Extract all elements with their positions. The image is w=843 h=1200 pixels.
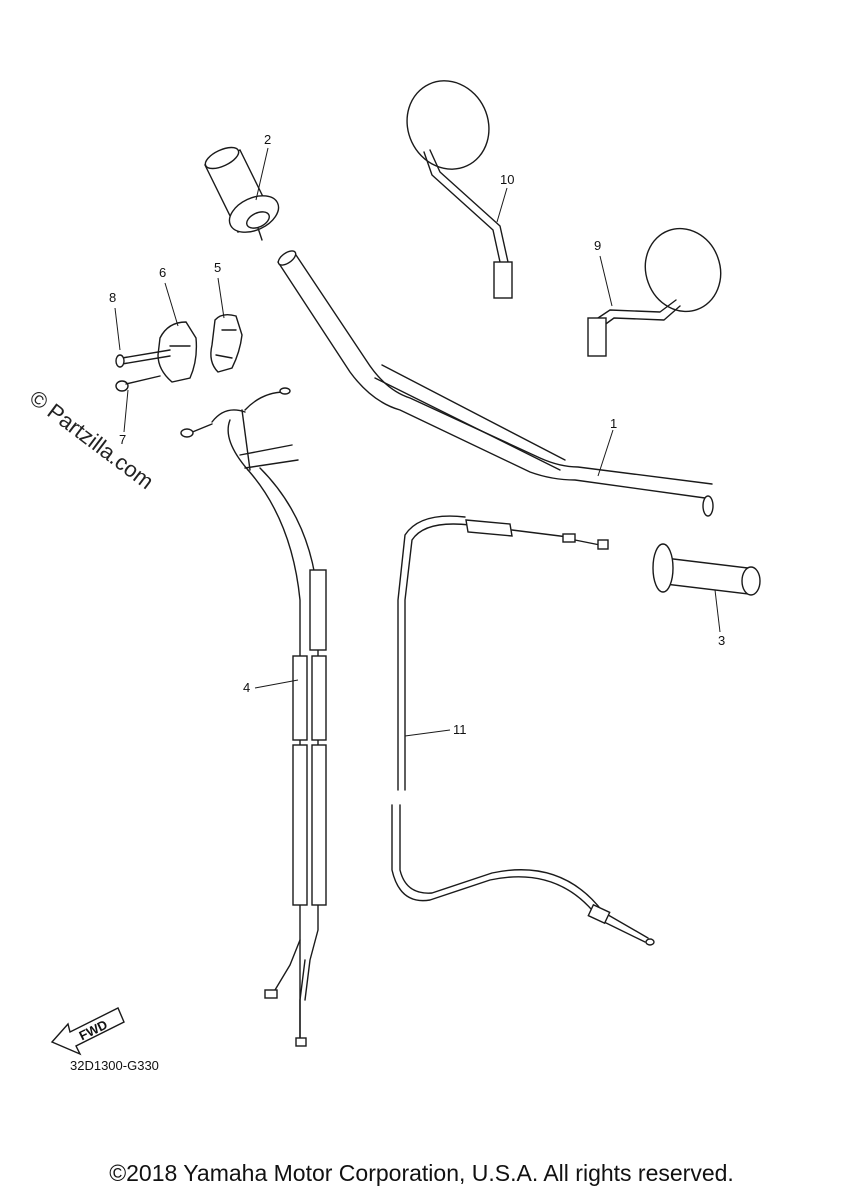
fwd-arrow-icon: FWD <box>50 1007 125 1056</box>
throttle-grip[interactable] <box>202 143 284 241</box>
callout-6: 6 <box>159 265 166 280</box>
throttle-housing-upper[interactable] <box>157 321 198 383</box>
clutch-cable[interactable] <box>391 515 655 946</box>
callout-1: 1 <box>610 416 617 431</box>
screw[interactable] <box>115 349 171 368</box>
left-grip[interactable] <box>652 543 761 596</box>
handlebar[interactable] <box>276 248 714 517</box>
diagram-code: 32D1300-G330 <box>70 1058 159 1073</box>
screw-lower[interactable] <box>115 375 161 392</box>
throttle-cable-assembly[interactable] <box>180 387 327 1047</box>
callout-4: 4 <box>243 680 250 695</box>
callout-10: 10 <box>500 172 514 187</box>
throttle-housing-lower[interactable] <box>210 313 243 373</box>
callout-9: 9 <box>594 238 601 253</box>
mirror-right[interactable] <box>393 67 513 299</box>
fwd-label: FWD <box>77 1017 110 1043</box>
leader-lines <box>114 147 721 737</box>
callout-7: 7 <box>119 432 126 447</box>
callout-2: 2 <box>264 132 271 147</box>
callout-3: 3 <box>718 633 725 648</box>
callout-5: 5 <box>214 260 221 275</box>
mirror-left[interactable] <box>587 218 732 357</box>
callout-11: 11 <box>453 722 467 737</box>
copyright-notice: ©2018 Yamaha Motor Corporation, U.S.A. A… <box>109 1160 734 1186</box>
callout-8: 8 <box>109 290 116 305</box>
